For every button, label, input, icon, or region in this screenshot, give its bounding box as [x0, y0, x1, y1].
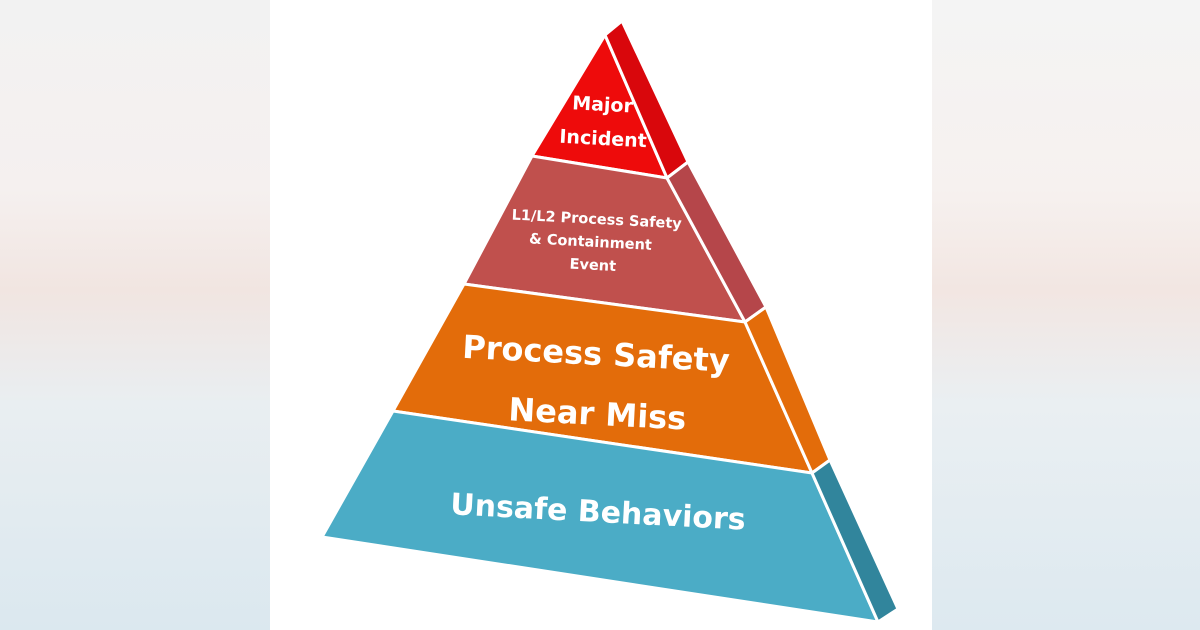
tier-major-incident: Major Incident	[530, 19, 690, 180]
tier-l1-l2-process-safety: L1/L2 Process Safety & Containment Event	[462, 154, 768, 324]
tier-l1-l2-line-3: Event	[569, 257, 616, 275]
tier-l1-l2-line-2: & Containment	[529, 231, 653, 253]
tier-unsafe-behaviors: Unsafe Behaviors	[320, 409, 900, 624]
tier-major-incident-line-2: Incident	[559, 126, 648, 153]
tier-major-incident-line-1: Major	[572, 92, 634, 117]
tier-near-miss-line-2: Near Miss	[508, 390, 688, 437]
tier-unsafe-behaviors-side	[810, 458, 900, 624]
left-background-panel	[0, 0, 270, 630]
tier-major-incident-label: Major Incident	[559, 92, 649, 153]
right-background-panel	[932, 0, 1200, 630]
